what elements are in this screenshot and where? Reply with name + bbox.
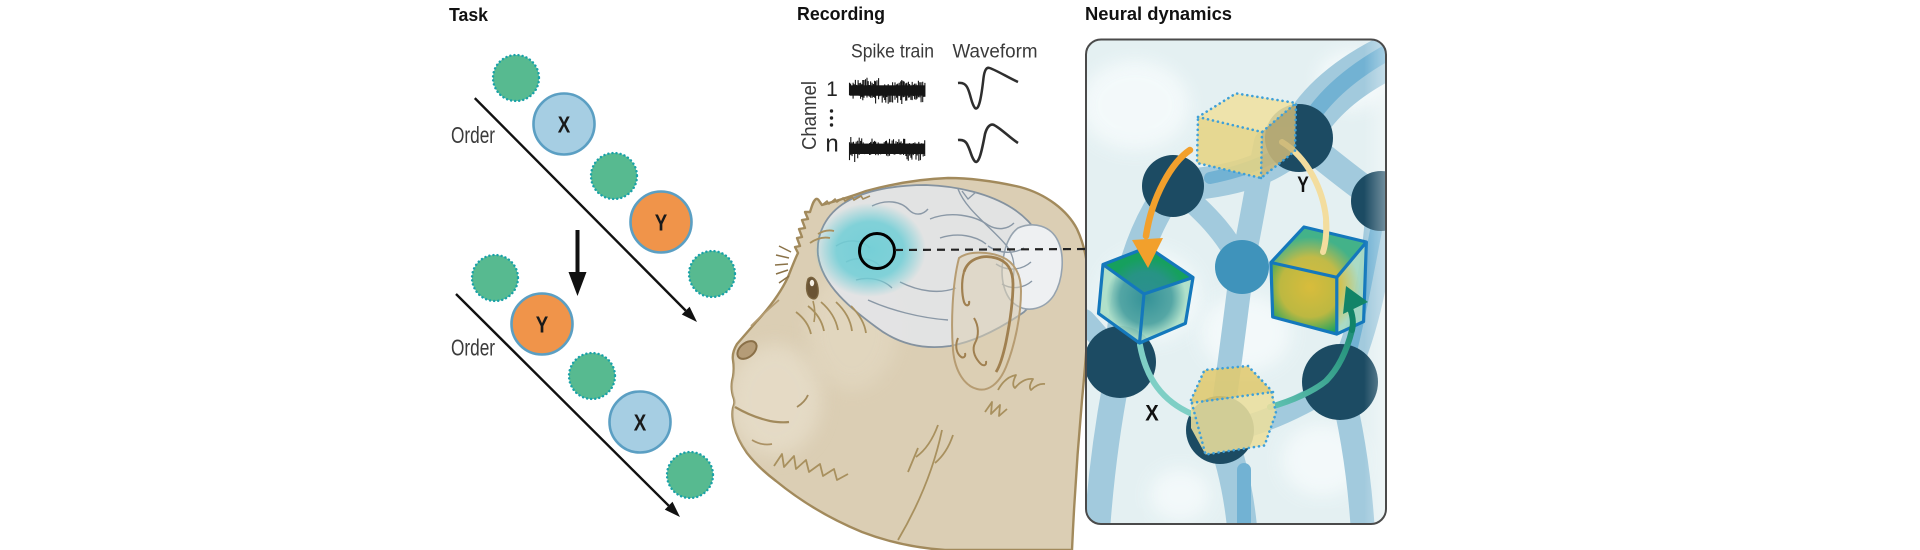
- svg-text:Neural dynamics: Neural dynamics: [1085, 4, 1232, 24]
- svg-text:Order: Order: [451, 335, 495, 361]
- svg-text:1: 1: [826, 78, 838, 101]
- svg-text:n: n: [825, 131, 838, 158]
- svg-text:Channel: Channel: [799, 81, 821, 150]
- svg-text:Task: Task: [449, 5, 489, 25]
- svg-text:Waveform: Waveform: [953, 41, 1038, 63]
- svg-text:X: X: [558, 112, 571, 138]
- svg-text:Y: Y: [536, 312, 549, 338]
- svg-text:Recording: Recording: [797, 4, 885, 24]
- svg-text:X: X: [634, 410, 647, 436]
- svg-text:Order: Order: [451, 122, 495, 148]
- svg-text:Y: Y: [655, 210, 668, 236]
- svg-text:Spike train: Spike train: [851, 41, 934, 63]
